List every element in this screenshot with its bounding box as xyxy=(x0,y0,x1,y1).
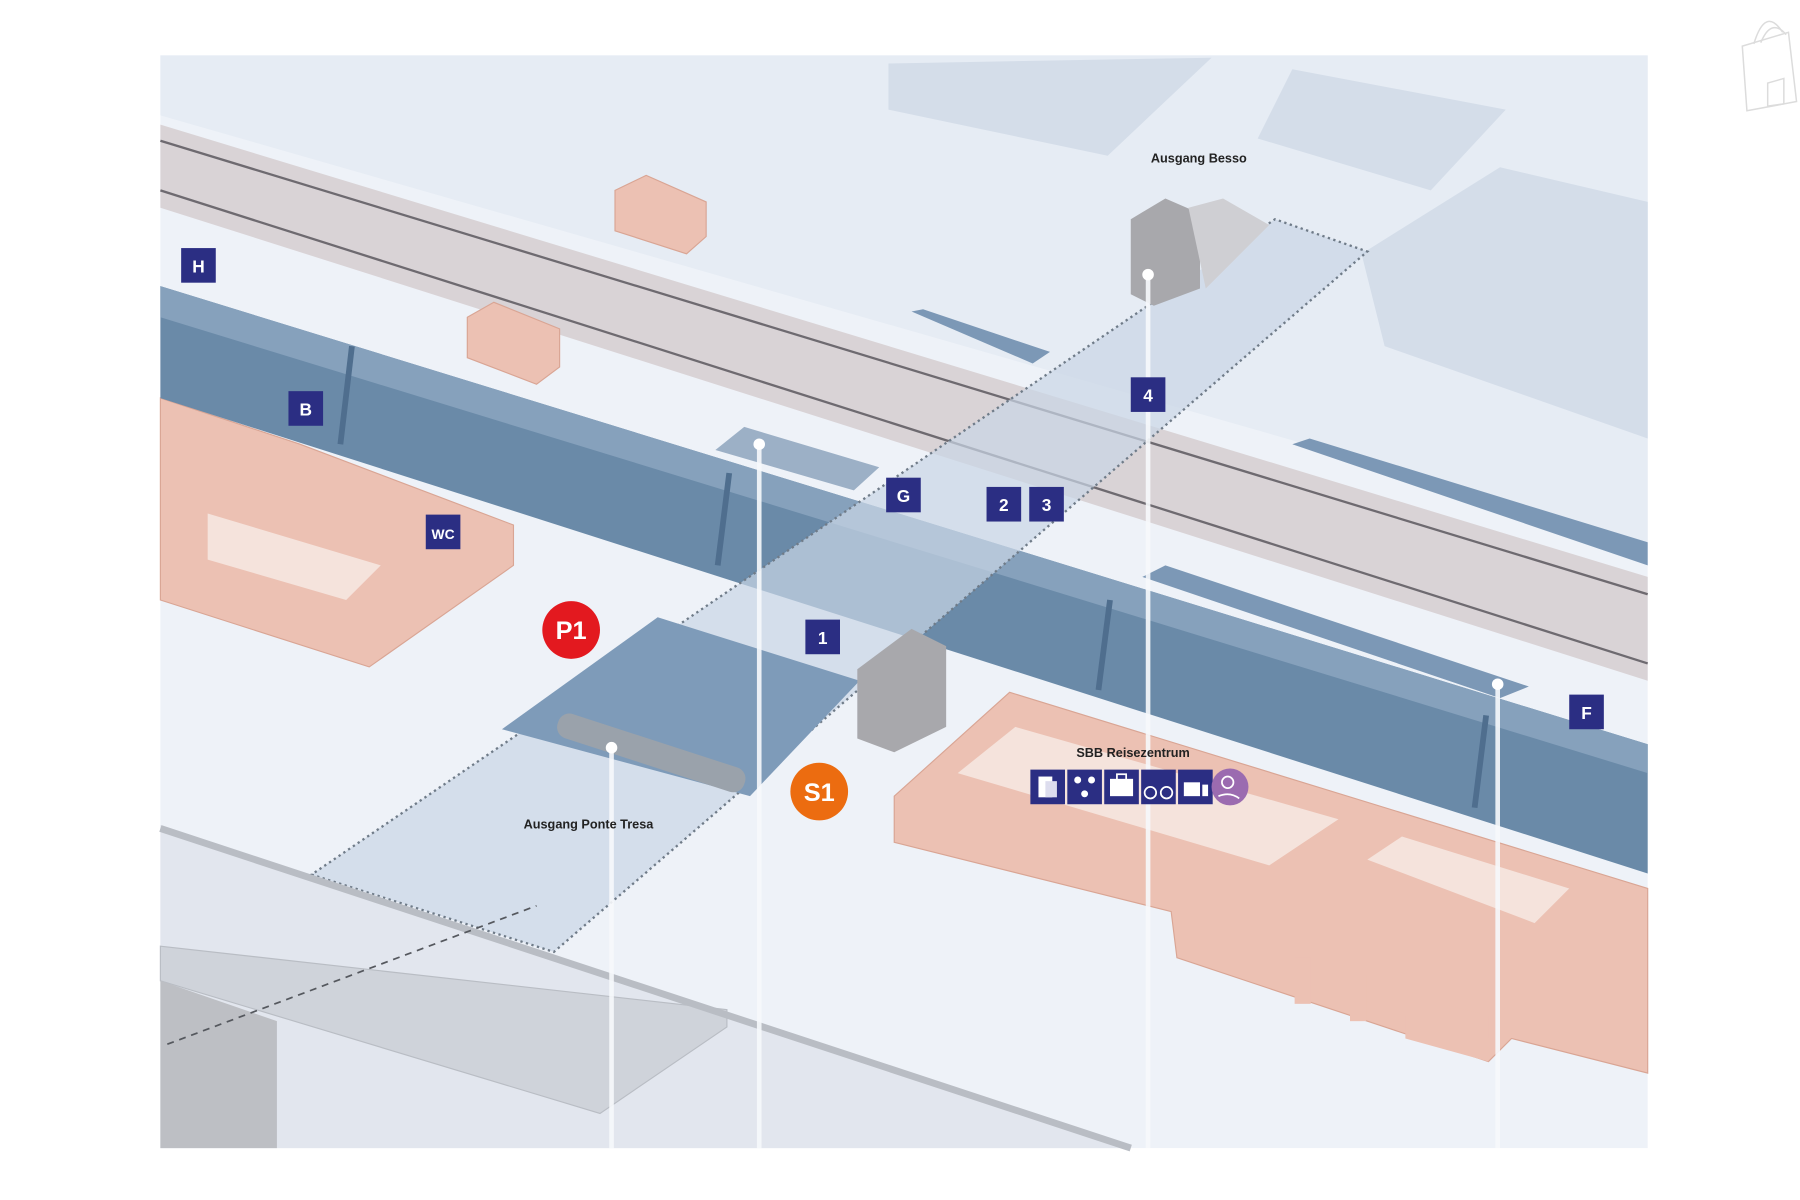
path-dashed xyxy=(167,904,537,1046)
label-travel-centre: SBB Reisezentrum xyxy=(1076,746,1190,760)
marker-b[interactable]: B xyxy=(288,391,324,426)
label-exit-ponte-tresa: Ausgang Ponte Tresa xyxy=(524,817,655,831)
marker-1[interactable]: 1 xyxy=(805,619,840,655)
upper-block xyxy=(888,57,1212,156)
svg-text:2: 2 xyxy=(999,495,1009,515)
upper-area xyxy=(160,55,1648,543)
svg-text:B: B xyxy=(300,399,313,419)
label-exit-besso: Ausgang Besso xyxy=(1151,152,1247,166)
underpass xyxy=(308,217,1370,954)
svg-text:H: H xyxy=(192,256,205,276)
svg-text:4: 4 xyxy=(1143,386,1153,406)
building-right-courtyard xyxy=(1367,836,1570,924)
svg-text:3: 3 xyxy=(1042,495,1052,515)
upper-block xyxy=(1361,167,1648,439)
assistance-icon xyxy=(1211,768,1249,806)
platform-strip xyxy=(1142,565,1529,699)
kiosk xyxy=(466,301,561,385)
svg-text:G: G xyxy=(897,486,910,506)
svg-text:S1: S1 xyxy=(804,779,835,807)
connections-icon xyxy=(1067,769,1102,805)
svg-text:F: F xyxy=(1581,703,1592,723)
service-icons xyxy=(1030,768,1249,806)
luggage-icon xyxy=(1104,769,1139,805)
pillar xyxy=(1294,957,1311,1004)
kiosk xyxy=(614,174,707,255)
marker-2[interactable]: 2 xyxy=(986,486,1022,522)
bottom-ramp xyxy=(159,945,728,1115)
upper-block xyxy=(1257,69,1506,191)
marker-wc[interactable]: WC xyxy=(425,514,461,550)
stair-besso xyxy=(1188,198,1270,289)
svg-text:1: 1 xyxy=(818,628,828,648)
platform-strip xyxy=(911,309,1050,364)
marker-p1[interactable]: P1 xyxy=(542,601,600,659)
tickets-icon xyxy=(1030,769,1065,805)
rail xyxy=(160,139,1649,596)
marker-h[interactable]: H xyxy=(181,248,216,283)
shopping-bag-door-icon[interactable] xyxy=(1741,20,1798,112)
marker-3[interactable]: 3 xyxy=(1029,486,1064,522)
marker-g[interactable]: G xyxy=(886,477,921,513)
rail xyxy=(160,189,1649,665)
marker-4[interactable]: 4 xyxy=(1130,377,1166,412)
bottom-wall xyxy=(160,980,277,1149)
svg-text:P1: P1 xyxy=(556,617,587,645)
track-bed xyxy=(160,124,1648,681)
building-right-wing xyxy=(1405,994,1489,1062)
bike-icon xyxy=(1141,769,1176,805)
bike-rack xyxy=(557,713,746,793)
elevator-besso xyxy=(1130,198,1200,306)
marker-f[interactable]: F xyxy=(1569,694,1604,730)
vending-icon xyxy=(1178,769,1213,805)
building-left-courtyard xyxy=(207,513,381,600)
marker-s1[interactable]: S1 xyxy=(790,762,849,821)
svg-text:WC: WC xyxy=(432,526,455,542)
platform-strip xyxy=(1292,438,1648,566)
parking-area xyxy=(501,617,860,797)
elevator-main xyxy=(857,628,947,753)
building-left xyxy=(159,397,515,668)
pillar xyxy=(1350,975,1367,1022)
